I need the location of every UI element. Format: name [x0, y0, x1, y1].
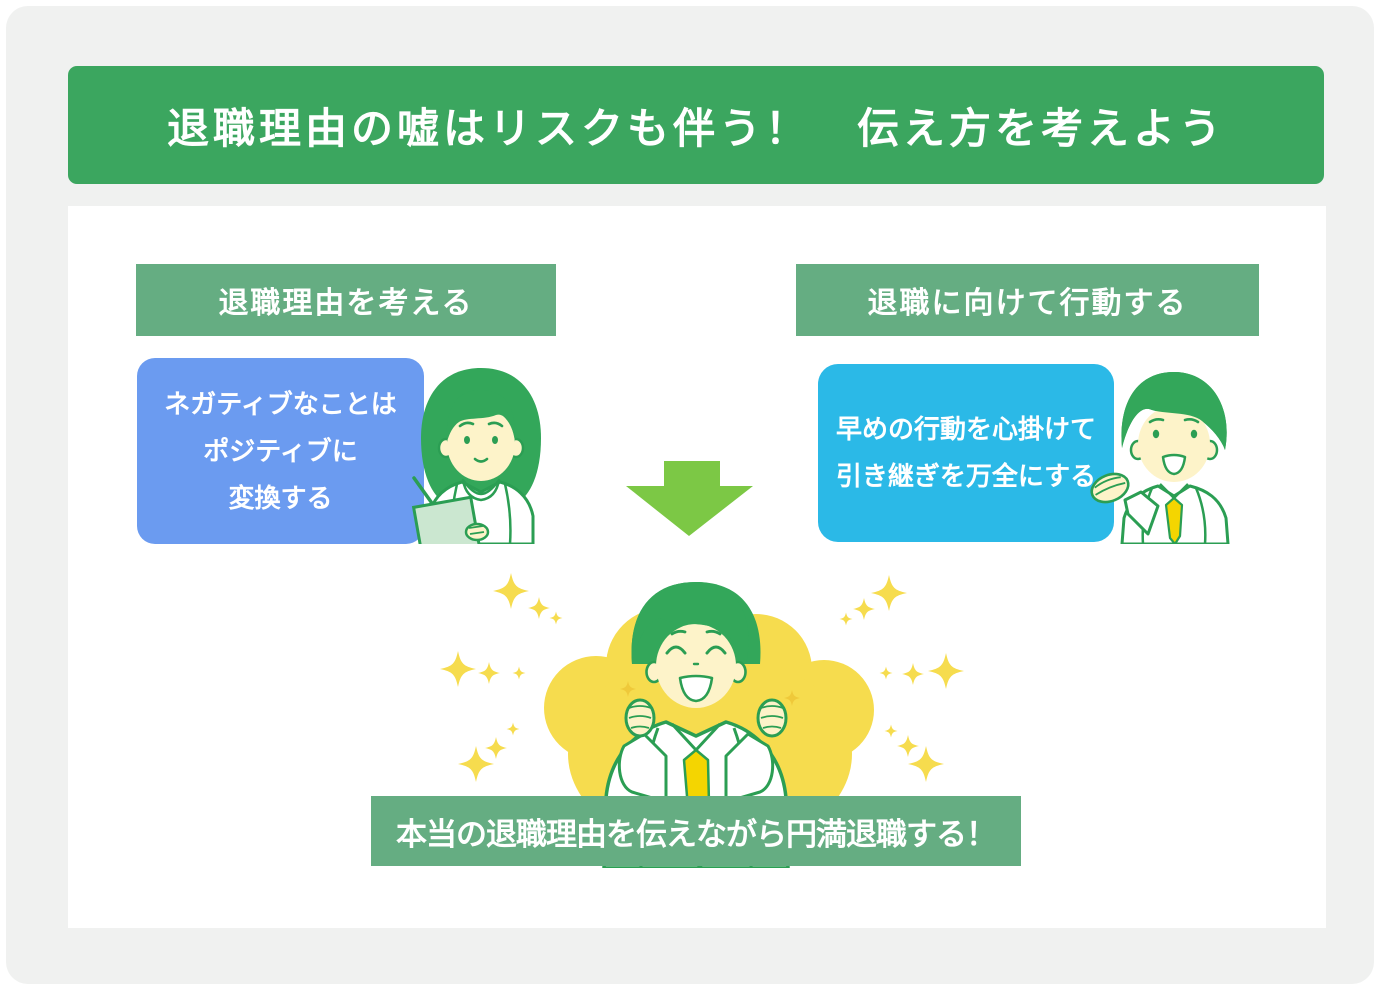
right-speech-line: 引き継ぎを万全にする	[835, 461, 1097, 491]
pen-icon	[412, 476, 436, 508]
tie-icon	[1164, 496, 1184, 544]
sparkle-icon	[620, 681, 800, 706]
left-speech-line: ネガティブなことは	[164, 388, 397, 419]
happy-eye-icon	[705, 645, 727, 655]
right-speech-line: 早めの行動を心掛けて	[835, 414, 1096, 444]
left-speech-box: ネガティブなことは ポジティブに 変換する	[137, 358, 424, 544]
fist-icon	[756, 698, 788, 738]
right-column-header-label: 退職に向けて行動する	[867, 287, 1188, 320]
man-explaining-illustration	[1090, 372, 1230, 544]
fist-icon	[624, 698, 656, 738]
open-hand-icon	[1090, 472, 1130, 504]
left-column-header: 退職理由を考える	[136, 264, 556, 336]
conclusion-banner: 本当の退職理由を伝えながら円満退職する！	[371, 796, 1021, 866]
sparkle-icon	[440, 573, 964, 782]
left-speech-line: 変換する	[228, 482, 333, 513]
happy-eye-icon	[665, 645, 687, 655]
page-title: 退職理由の嘘はリスクも伴う！ 伝え方を考えよう	[166, 104, 1225, 152]
right-column-header: 退職に向けて行動する	[796, 264, 1259, 336]
right-speech-box: 早めの行動を心掛けて 引き継ぎを万全にする	[818, 364, 1114, 542]
content-panel: 退職理由を考える ネガティブなことは ポジティブに 変換する	[68, 206, 1326, 928]
infographic-card: 退職理由の嘘はリスクも伴う！ 伝え方を考えよう 退職理由を考える ネガティブなこ…	[6, 6, 1374, 984]
title-banner: 退職理由の嘘はリスクも伴う！ 伝え方を考えよう	[68, 66, 1324, 184]
conclusion-banner-label: 本当の退職理由を伝えながら円満退職する！	[396, 816, 997, 852]
woman-with-clipboard-illustration	[411, 368, 541, 544]
left-column-header-label: 退職理由を考える	[218, 287, 474, 320]
left-speech-line: ポジティブに	[203, 435, 358, 466]
down-arrow-icon	[626, 461, 753, 536]
